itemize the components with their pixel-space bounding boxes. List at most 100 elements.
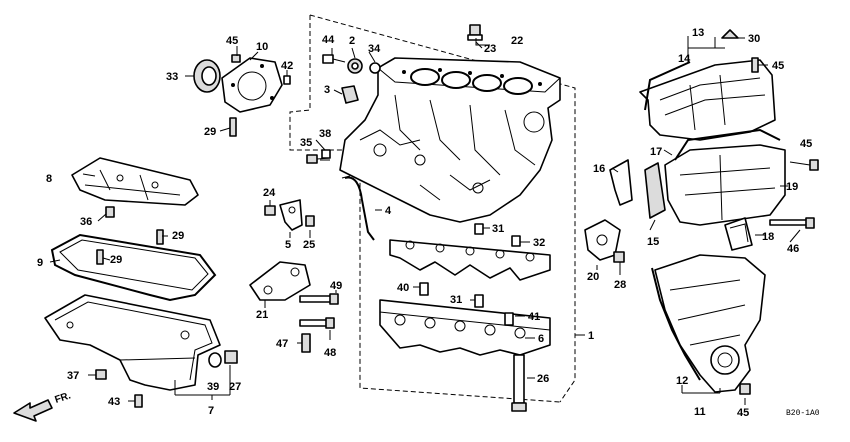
callout-14: 14 — [678, 53, 691, 65]
callout-22: 22 — [511, 35, 523, 47]
upper-cover-grommet-30 — [721, 29, 739, 39]
lower-cover-bolt-45 — [739, 383, 751, 395]
dowel-pin-42 — [283, 75, 291, 85]
callout-37: 37 — [67, 370, 79, 382]
callout-32: 32 — [533, 237, 545, 249]
bracket-bolt-49 — [299, 293, 339, 305]
callout-38: 38 — [319, 128, 331, 140]
upper-cover-bolt-45 — [751, 57, 759, 73]
dowel-pin-29-top — [229, 117, 237, 137]
callout-8: 8 — [46, 173, 52, 185]
rear-oil-seal-housing — [221, 57, 283, 113]
callout-11: 11 — [694, 406, 706, 418]
callout-25: 25 — [303, 239, 315, 251]
callout-15: 15 — [647, 236, 659, 248]
callout-33: 33 — [166, 71, 178, 83]
callout-42: 42 — [281, 60, 293, 72]
oil-pan — [44, 294, 221, 391]
callout-13: 13 — [692, 27, 704, 39]
callout-27: 27 — [229, 381, 241, 393]
callout-45-top: 45 — [226, 35, 238, 47]
bracket-bolt-47 — [301, 333, 311, 353]
bracket-bolt-28 — [613, 251, 625, 263]
callout-31-lower: 31 — [450, 294, 462, 306]
diagram-code: B20-1A0 — [786, 409, 820, 418]
callout-30: 30 — [748, 33, 760, 45]
alternator-bracket — [249, 261, 311, 301]
bolt-45-top — [231, 54, 241, 63]
cover-grommet-18 — [724, 217, 753, 251]
callout-45-middle-cover: 45 — [800, 138, 812, 150]
callout-49: 49 — [330, 280, 342, 292]
callout-47: 47 — [276, 338, 288, 350]
callout-45-upper-cover: 45 — [772, 60, 784, 72]
callout-29-gasket-left: 29 — [110, 254, 122, 266]
callout-35: 35 — [300, 137, 312, 149]
cylinder-bore-4 — [503, 77, 533, 95]
block-bracket — [341, 85, 359, 104]
front-direction-marker: FR. — [13, 390, 73, 422]
callout-5: 5 — [285, 239, 291, 251]
main-cap-bolt — [511, 354, 527, 412]
callout-40: 40 — [397, 282, 409, 294]
middle-timing-cover — [664, 144, 786, 226]
callout-41: 41 — [528, 311, 540, 323]
callout-26: 26 — [537, 373, 549, 385]
callout-7: 7 — [208, 405, 214, 417]
cylinder-bore-1 — [410, 68, 440, 86]
bolt-25 — [305, 215, 315, 227]
callout-34: 34 — [368, 43, 381, 55]
cover-bolt-46 — [769, 217, 815, 229]
cover-seal-15 — [644, 162, 666, 219]
cover-bolt-45 — [789, 159, 819, 171]
callout-18: 18 — [762, 231, 774, 243]
callout-48: 48 — [324, 347, 336, 359]
callout-23: 23 — [484, 43, 496, 55]
oil-pressure-switch — [322, 54, 381, 74]
callout-10: 10 — [256, 41, 268, 53]
oil-baffle-plate — [71, 157, 199, 206]
sensor-bracket-5 — [279, 199, 303, 231]
callout-21: 21 — [256, 309, 268, 321]
callout-29-top: 29 — [204, 126, 216, 138]
callout-3: 3 — [324, 84, 330, 96]
bracket-bolt-48 — [299, 317, 335, 329]
callout-9: 9 — [37, 257, 43, 269]
block-assembly-frame — [289, 14, 576, 403]
callout-19: 19 — [786, 181, 798, 193]
front-direction-label: FR. — [54, 390, 73, 406]
callout-28: 28 — [614, 279, 626, 291]
callout-39: 39 — [207, 381, 219, 393]
cover-bracket-16 — [609, 159, 633, 206]
callout-16: 16 — [593, 163, 605, 175]
callout-29-gasket-right: 29 — [172, 230, 184, 242]
cylinder-bore-3 — [472, 74, 502, 92]
drain-washer-39 — [208, 352, 222, 368]
main-bearing-cap-bridge — [379, 282, 551, 356]
crankshaft-oil-seal — [193, 59, 221, 93]
pan-nut-37 — [95, 369, 107, 380]
main-bearing-caps-upper — [389, 223, 551, 281]
callout-36: 36 — [80, 216, 92, 228]
callout-17: 17 — [650, 146, 662, 158]
drain-bolt-27 — [224, 350, 238, 364]
block-plug — [467, 24, 483, 49]
oil-pan-gasket — [50, 229, 217, 302]
callout-20: 20 — [587, 271, 599, 283]
cylinder-bore-2 — [441, 71, 471, 89]
leader-lines — [49, 36, 801, 405]
callout-2: 2 — [349, 35, 355, 47]
middle-cover-gasket-17 — [674, 128, 781, 161]
callout-6: 6 — [538, 333, 544, 345]
callout-43: 43 — [108, 396, 120, 408]
callout-24: 24 — [263, 187, 276, 199]
callout-44: 44 — [322, 34, 335, 46]
callout-labels: 45 10 42 33 29 44 2 34 3 38 35 22 23 8 3… — [37, 27, 812, 419]
lower-timing-cover — [651, 254, 766, 393]
callout-46: 46 — [787, 243, 799, 255]
callout-31-upper: 31 — [492, 223, 504, 235]
pan-bolt-43 — [134, 394, 143, 408]
baffle-bolt-36 — [105, 206, 115, 218]
dipstick-tube — [341, 175, 375, 241]
